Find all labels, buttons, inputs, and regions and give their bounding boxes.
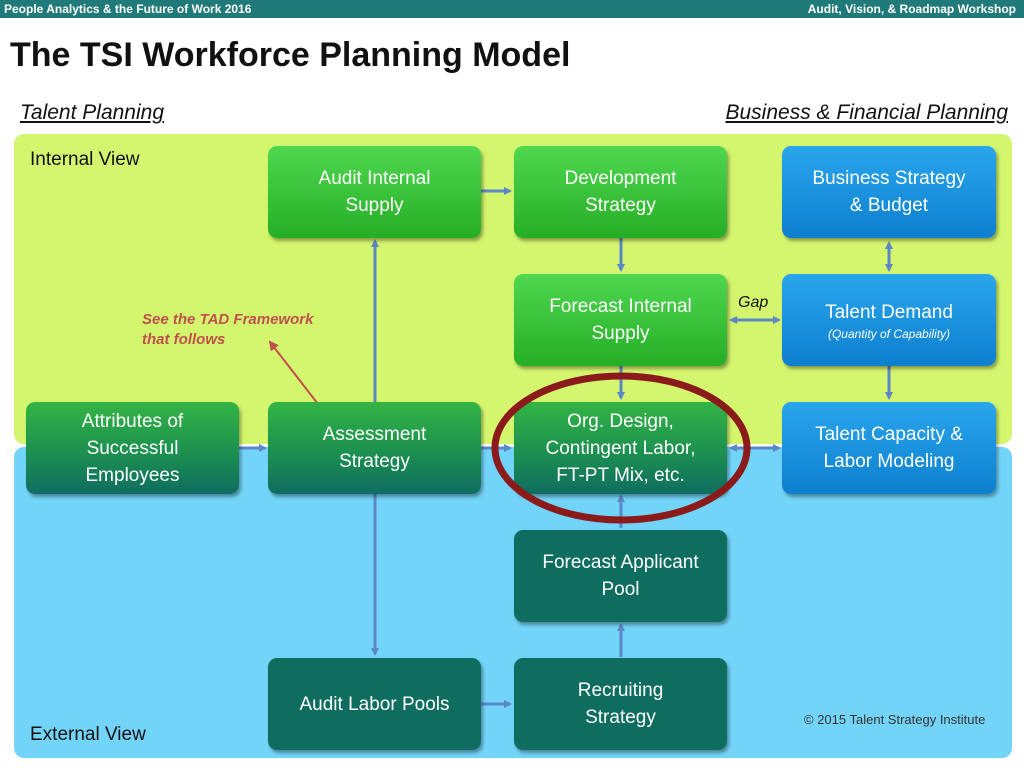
gap-label: Gap (738, 294, 769, 311)
audit-labor-pools-box: Audit Labor Pools (268, 658, 481, 750)
copyright-text: © 2015 Talent Strategy Institute (804, 712, 986, 727)
org-design-box: Org. Design,Contingent Labor,FT-PT Mix, … (514, 402, 727, 494)
header-bar: People Analytics & the Future of Work 20… (0, 0, 1024, 18)
header-right-text: Audit, Vision, & Roadmap Workshop (807, 2, 1016, 16)
page-title: The TSI Workforce Planning Model (10, 36, 571, 74)
header-left-text: People Analytics & the Future of Work 20… (4, 2, 252, 16)
talent-capacity-labor-modeling-box: Talent Capacity &Labor Modeling (782, 402, 996, 494)
talent-demand-box: Talent Demand(Quantity of Capability) (782, 274, 996, 366)
business-financial-planning-heading: Business & Financial Planning (725, 101, 1009, 124)
talent-planning-heading: Talent Planning (20, 101, 165, 124)
business-strategy-budget-box: Business Strategy& Budget (782, 146, 996, 238)
internal-view-label: Internal View (30, 149, 140, 170)
external-view-label: External View (30, 724, 146, 745)
